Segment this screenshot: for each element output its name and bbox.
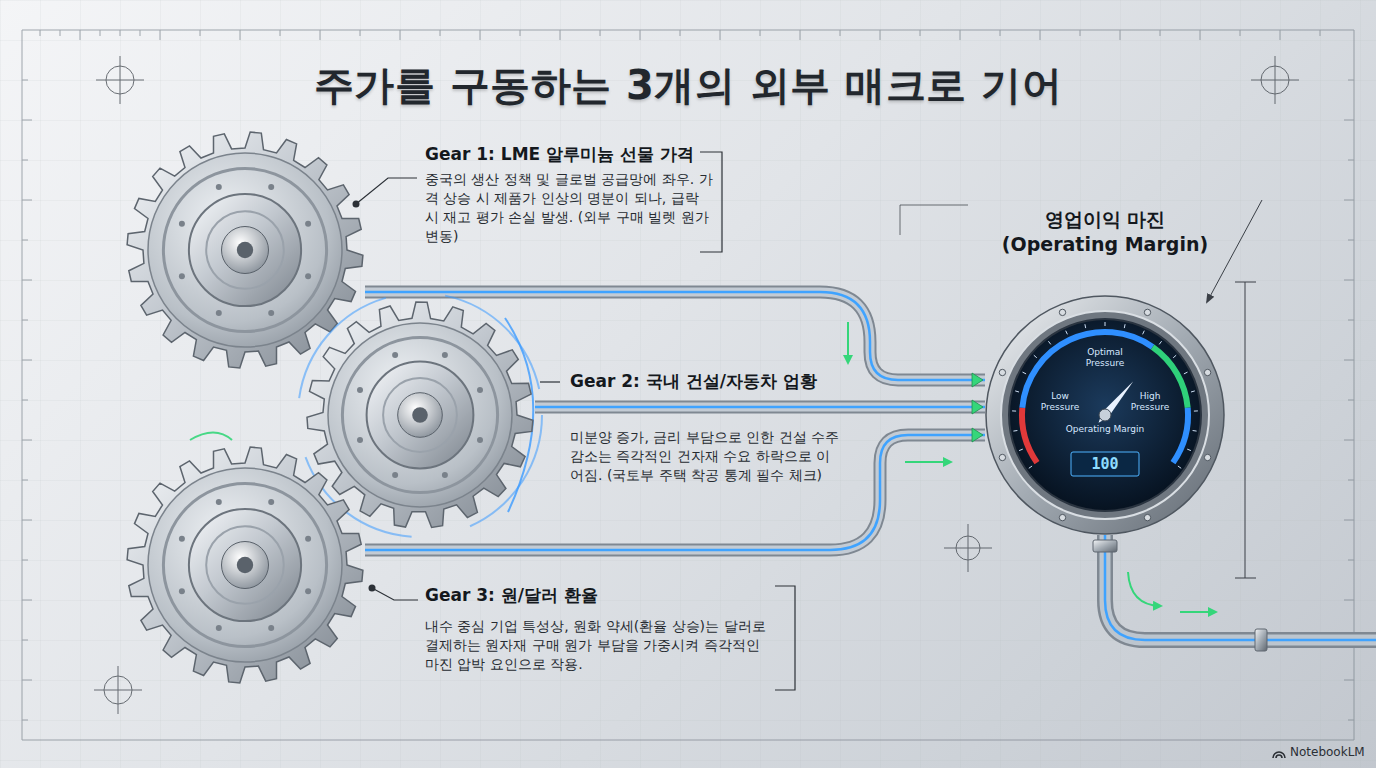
pipe-outline (535, 401, 985, 414)
gauge-caption: Operating Margin (1065, 424, 1145, 435)
arrow-head (972, 428, 983, 442)
gear-heading: Gear 2: 국내 건설/자동차 업황 (570, 370, 890, 392)
gear-node: Gear 2: 국내 건설/자동차 업황미분양 증가, 금리 부담으로 인한 건… (305, 300, 535, 530)
arrow-head (972, 373, 983, 387)
gear-description: 미분양 증가, 금리 부담으로 인한 건설 수주 감소는 즉각적인 건자재 수요… (570, 428, 842, 485)
watermark: NotebookLM (1290, 745, 1365, 760)
pipe-glow (535, 406, 985, 409)
gear-heading: Gear 3: 원/달러 환율 (425, 584, 785, 606)
arrow-head (972, 400, 983, 414)
gear-heading: Gear 1: LME 알루미늄 선물 가격 (425, 143, 785, 165)
gauge-readout: 100 (1075, 455, 1135, 473)
gear-description: 중국의 생산 정책 및 글로벌 공급망에 좌우. 가격 상승 시 제품가 인상의… (425, 170, 717, 246)
pressure-gauge (985, 295, 1225, 535)
gear-description: 내수 중심 기업 특성상, 원화 약세(환율 상승)는 달러로 결제하는 원자재… (425, 617, 770, 674)
gauge-zone-label: Optimal Pressure (1075, 347, 1135, 369)
gear-node: Gear 3: 원/달러 환율내수 중심 기업 특성상, 원화 약세(환율 상승… (125, 445, 365, 685)
gauge-zone-label: High Pressure (1125, 391, 1175, 413)
gauge-zone-label: Low Pressure (1035, 391, 1085, 413)
gauge-node: 영업이익 마진 (Operating Margin)Optimal Pressu… (985, 295, 1225, 535)
gear-wheel (125, 445, 365, 685)
pipe-connector (535, 400, 985, 414)
diagram-title: 주가를 구동하는 3개의 외부 매크로 기어 (0, 58, 1376, 113)
gear-wheel (305, 300, 535, 530)
pipe-body (535, 403, 985, 412)
gauge-title: 영업이익 마진 (Operating Margin) (987, 207, 1223, 257)
